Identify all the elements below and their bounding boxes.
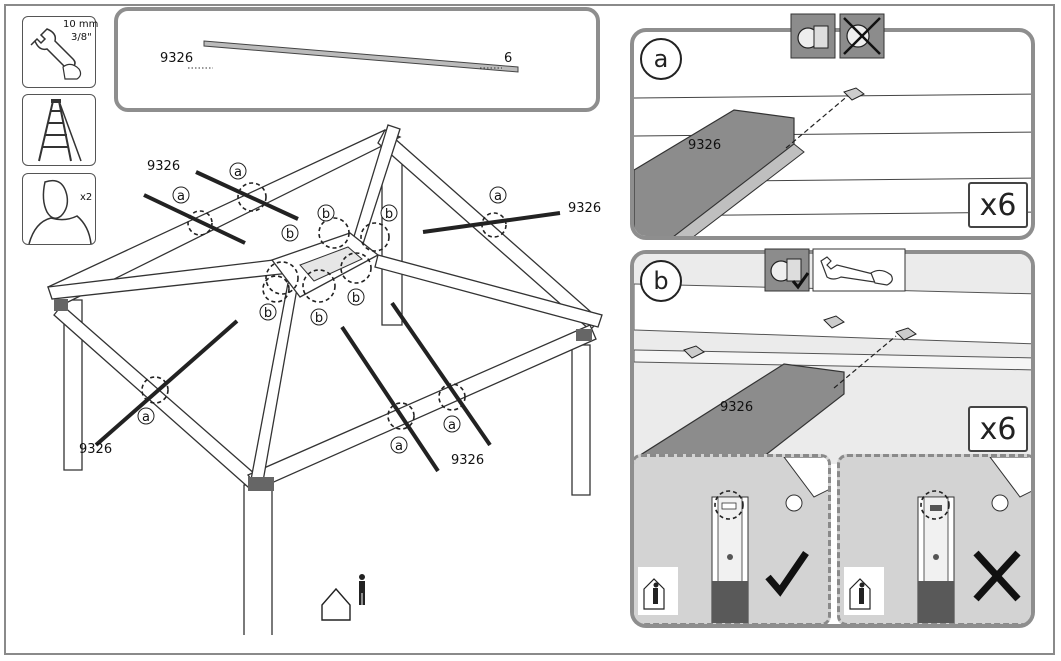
corner-bracket [54, 299, 68, 311]
callout-a-label: a [395, 439, 403, 454]
rail-piece [195, 170, 299, 221]
rail-piece [143, 193, 246, 245]
wrench-size-in: 3/8" [71, 32, 92, 43]
rail-piece [422, 211, 561, 234]
callout-a-label: a [494, 189, 502, 204]
wrench-size-mm: 10 mm [63, 19, 99, 30]
callout-a-label: a [234, 165, 242, 180]
part-label: 9326 [451, 453, 484, 468]
ladder-icon [38, 99, 82, 162]
corner-bracket [576, 329, 592, 341]
detail-a-part-label: 9326 [688, 138, 722, 153]
callout-b-label: b [322, 207, 330, 222]
person-icon [28, 179, 92, 245]
part-label: 9326 [147, 159, 180, 174]
beam-back-right [377, 128, 601, 331]
detail-a-panel: a 9326 x6 [630, 28, 1035, 240]
post-right [571, 344, 591, 496]
detail-b-count: x6 [968, 406, 1028, 452]
checkmark-icon [765, 551, 809, 597]
rafter-right [374, 254, 603, 328]
callout-a-label: a [177, 189, 185, 204]
callout-b-label: b [264, 306, 272, 321]
ladder-tool-box [22, 94, 96, 166]
parts-panel: 9326 6 [114, 7, 600, 112]
tighten-nut-icons [764, 248, 906, 292]
detail-b-panel: b 9326 x6 [630, 250, 1035, 628]
gazebo-diagram: a a a a a a b b b b b b 9326 9326 9326 9… [46, 124, 603, 635]
rail-piece [94, 319, 239, 447]
page-frame [4, 4, 1055, 655]
people-tool-box: x2 [22, 173, 96, 245]
post-front [243, 484, 273, 635]
wrench-icon [30, 28, 82, 80]
callout-a-label: a [142, 410, 150, 425]
rail-part-image [188, 40, 519, 73]
roof-hub-inner [299, 246, 363, 282]
people-count: x2 [80, 192, 93, 203]
part-label: 9326 [79, 442, 112, 457]
callout-b-label: b [385, 207, 393, 222]
callout-b-label: b [286, 227, 294, 242]
wrong-install-illustration [844, 457, 1031, 623]
rail-piece [340, 325, 440, 473]
callout-b-label: b [315, 311, 323, 326]
check-small-icon [791, 272, 810, 290]
nut-comparison-icons [790, 13, 885, 59]
rail-piece [390, 301, 492, 447]
wrong-install-panel [837, 454, 1031, 624]
part-label: 9326 [568, 201, 601, 216]
corner-bracket [248, 477, 274, 491]
callout-a-label: a [448, 418, 456, 433]
outdoor-person-icon [321, 574, 365, 621]
rail-quantity: 6 [504, 51, 513, 66]
detail-b-part-label: 9326 [720, 400, 754, 415]
post-front-left [63, 299, 83, 471]
correct-install-panel [634, 454, 831, 624]
detail-a-illustration [634, 87, 1031, 236]
callout-b-label: b [352, 291, 360, 306]
correct-install-illustration [638, 457, 828, 623]
cross-icon [973, 550, 1021, 602]
detail-a-count: x6 [968, 182, 1028, 228]
rail-part-number: 9326 [160, 51, 194, 66]
detail-b-badge: b [640, 260, 682, 302]
wrench-tool-box: 10 mm 3/8" [22, 16, 99, 88]
detail-a-badge: a [640, 38, 682, 80]
